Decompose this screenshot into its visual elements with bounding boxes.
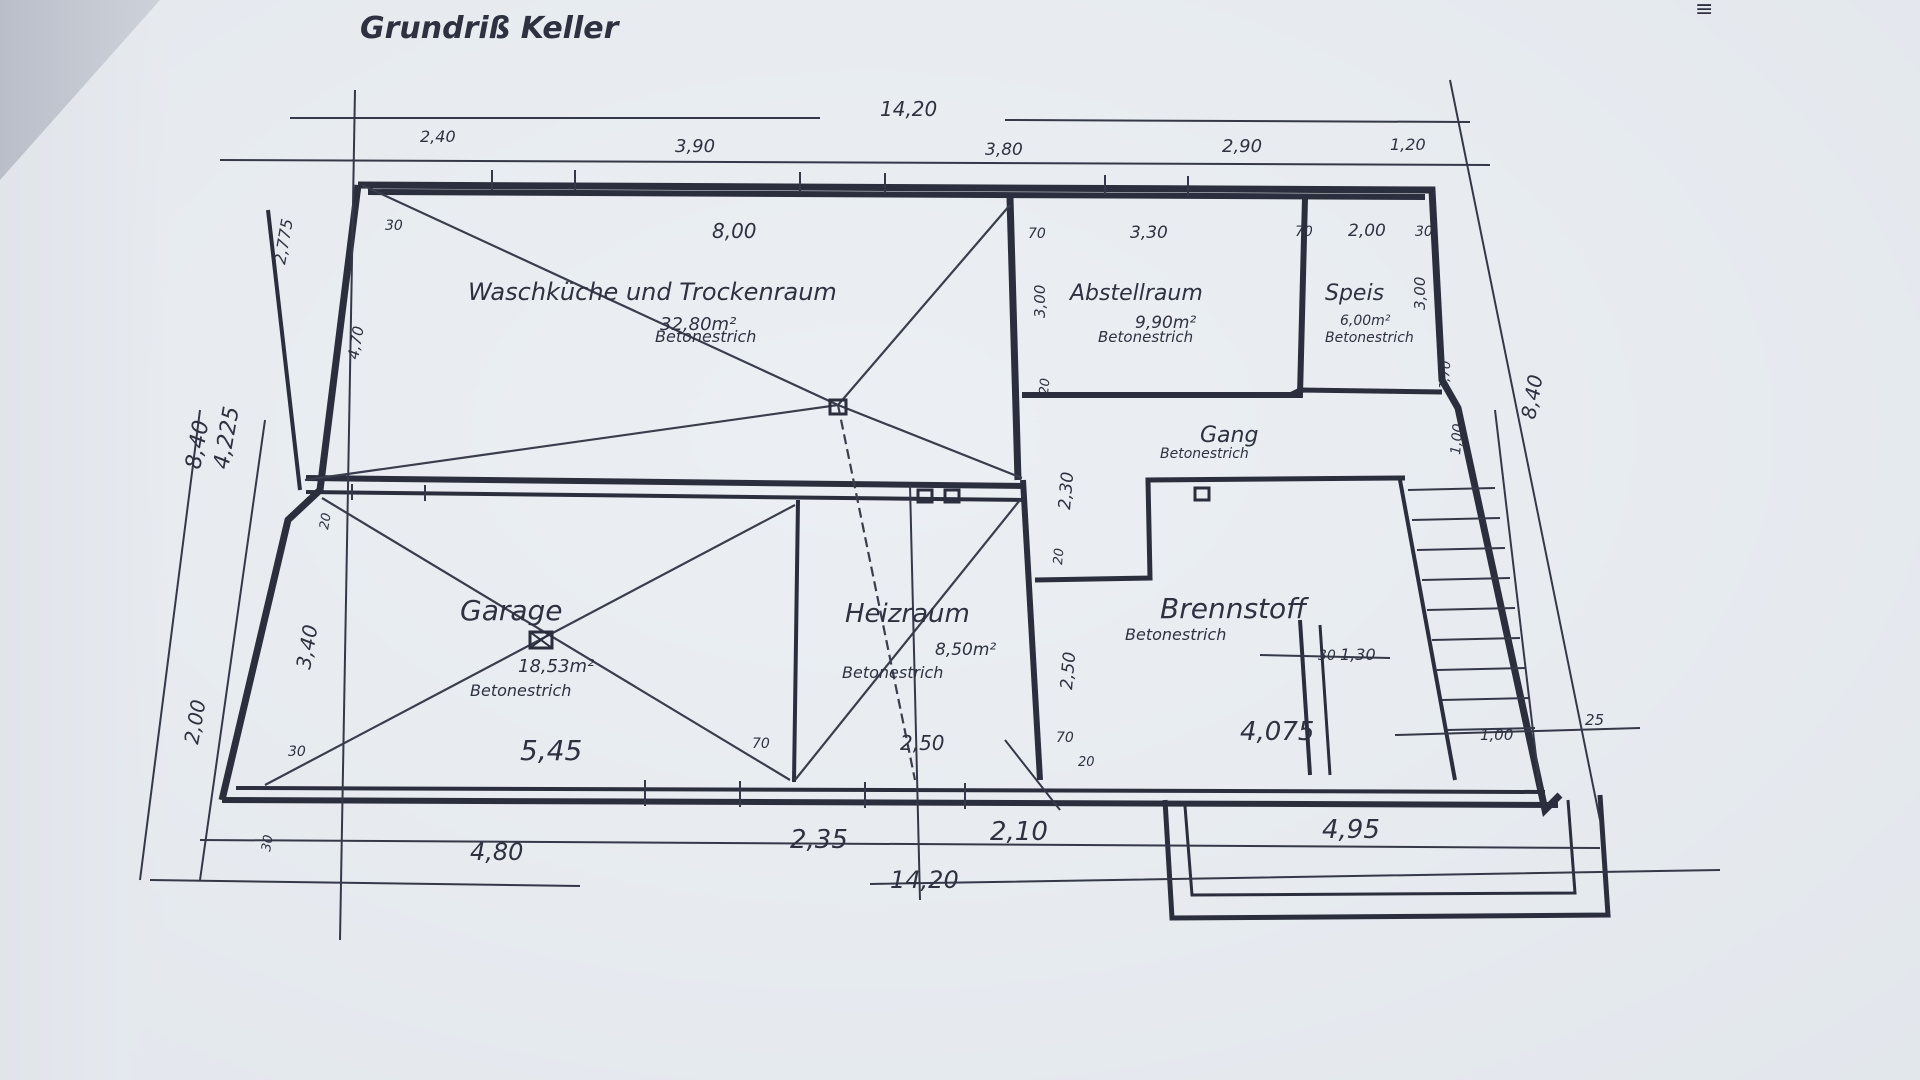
room-area: 32,80m² [660,314,736,335]
room-area: 18,53m² [518,656,594,677]
vent-marker-2 [943,488,961,504]
wall-windows [351,170,1189,809]
dim-bottom-seg-3: 2,10 [990,817,1048,847]
room-abstellraum: Abstellraum 9,90m² Betonestrich [1068,281,1203,346]
room-area: 9,90m² [1135,313,1196,333]
dim-inner-top-2: 3,30 [1130,223,1168,243]
room-name: Brennstoff [1160,592,1309,625]
dim-abstell-height: 3,00 [1031,285,1049,318]
dim-bottom-seg-1: 4,80 [470,838,523,866]
room-name: Speis [1325,281,1384,306]
dim-bottom-seg-2: 2,35 [790,825,848,855]
dim-top-seg-4: 2,90 [1222,136,1262,157]
room-floor: Betonestrich [1098,328,1193,346]
dimension-lines [139,79,1721,941]
room-name: Abstellraum [1068,281,1203,306]
dim-garage-70: 70 [752,736,770,752]
vent-marker-3 [1193,486,1211,502]
dim-top-seg-3: 3,80 [985,140,1023,160]
room-area: 8,50m² [935,640,996,660]
dim-garage-width: 5,45 [520,734,582,767]
room-speis: Speis 6,00m² Betonestrich [1325,281,1414,346]
dim-heiz-width: 2,50 [900,731,945,755]
dim-bottom-total: 14,20 [890,866,959,894]
room-floor: Betonestrich [1160,446,1249,462]
fixtures [528,398,1211,650]
dim-inner-top-5: 30 [1415,224,1433,240]
dim-waschkueche-width: 8,00 [712,219,757,243]
room-name: Gang [1200,423,1258,448]
drain-marker [528,630,554,650]
dim-stair-25: 25 [1585,711,1604,729]
dim-small-20: 20 [1078,755,1095,770]
drawing-title: Grundriß Keller [360,11,621,46]
dim-garage-30: 30 [288,744,306,760]
room-floor: Betonestrich [655,327,756,346]
dim-top-seg-5: 1,20 [1390,135,1426,154]
room-name: Garage [460,594,563,627]
dim-gang-170: 1,70 [1437,360,1454,390]
diagonal-lines [264,184,1023,786]
room-floor: Betonestrich [1125,625,1226,644]
dim-inner-top-4: 2,00 [1348,221,1386,241]
dim-brenn-30: 30 [1318,648,1336,664]
corner-mark: ≡ [1695,0,1713,22]
dim-bottom-right: 4,95 [1322,815,1380,845]
dim-bottom-30: 30 [259,834,277,853]
room-area: 6,00m² [1340,313,1391,329]
staircase [1407,409,1541,791]
dim-top-seg-2: 3,90 [675,136,715,157]
dim-top-total: 14,20 [880,97,937,121]
dim-stair-100: 1,00 [1480,726,1513,744]
room-name: Heizraum [845,599,970,629]
dim-gang-20b: 20 [1051,548,1067,566]
dim-left-470: 4,70 [344,325,368,361]
chimney-marker [828,398,848,416]
vent-marker-1 [916,488,934,504]
room-brennstoff: Brennstoff Betonestrich [1125,592,1309,644]
room-floor: Betonestrich [1325,330,1414,346]
room-gang: Gang Betonestrich [1160,423,1258,462]
room-garage: Garage 18,53m² Betonestrich [460,594,594,700]
room-heizraum: Heizraum 8,50m² Betonestrich [842,599,996,682]
dim-heiz-70: 70 [1056,730,1074,746]
bottom-annex [1162,794,1611,921]
dim-inner-top-1: 70 [1028,226,1046,242]
dim-gang-20a: 20 [1037,378,1053,396]
room-floor: Betonestrich [842,663,943,682]
dim-left-20: 20 [317,512,335,531]
room-floor: Betonestrich [470,681,571,700]
dim-brenn-4075: 4,075 [1240,717,1314,747]
room-waschkueche: Waschküche und Trockenraum 32,80m² Beton… [468,278,837,346]
dim-speis-height: 3,00 [1411,277,1429,310]
outer-walls [218,181,1563,818]
dim-brenn-130: 1,30 [1340,645,1376,664]
dim-gang-100: 1,00 [1448,423,1467,456]
dim-center-230: 2,30 [1055,471,1078,510]
dim-center-250: 2,50 [1057,651,1080,690]
dim-top-seg-1: 2,40 [420,127,456,146]
dim-waschkueche-30: 30 [385,218,403,234]
drain-cross [529,631,553,649]
dim-inner-top-3: 70 [1295,224,1313,240]
room-name: Waschküche und Trockenraum [468,278,837,306]
